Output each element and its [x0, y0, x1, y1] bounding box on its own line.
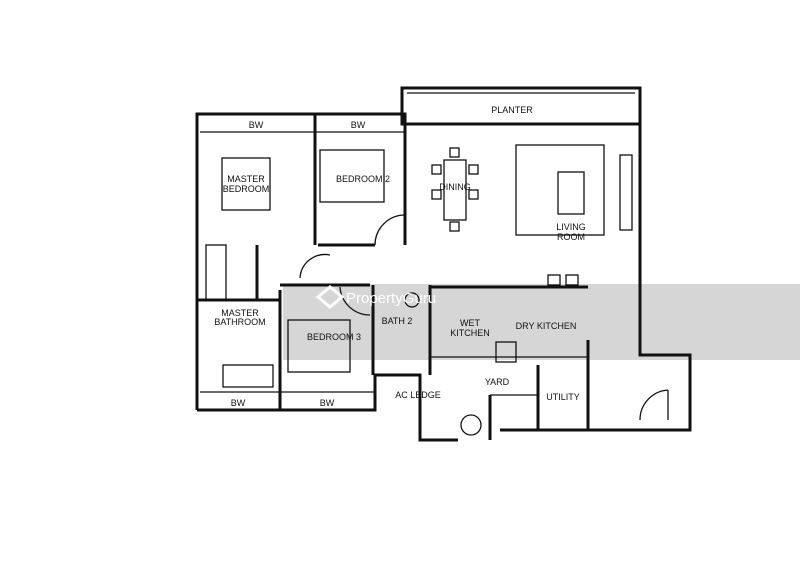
label-bedroom-3: BEDROOM 3 — [307, 332, 361, 342]
tv-console — [619, 154, 633, 231]
doors — [299, 214, 669, 421]
sofa — [515, 144, 605, 236]
label-master-bathroom: BATHROOM — [214, 317, 265, 327]
label-planter: PLANTER — [491, 105, 533, 115]
label-bw: BW — [231, 398, 246, 408]
propertyguru-watermark: PropertyGuru — [315, 285, 436, 309]
label-wet-kitchen: KITCHEN — [450, 328, 490, 338]
basin — [404, 292, 420, 308]
label-dining: DINING — [439, 182, 471, 192]
label-master-bathroom: MASTER — [221, 308, 259, 318]
label-living-room: ROOM — [557, 232, 585, 242]
label-bath-2: BATH 2 — [382, 316, 413, 326]
label-master-bedroom: MASTER — [227, 174, 265, 184]
planter — [400, 86, 642, 126]
coffee-table — [557, 171, 585, 215]
label-bw: BW — [320, 398, 335, 408]
label-dry-kitchen: DRY KITCHEN — [516, 321, 577, 331]
washer — [460, 414, 482, 436]
label-living-room: LIVING — [556, 222, 586, 232]
watermark-band — [283, 284, 800, 360]
label-ac-ledge: AC LEDGE — [395, 390, 441, 400]
label-bw: BW — [249, 120, 264, 130]
label-bedroom-2: BEDROOM 2 — [336, 174, 390, 184]
label-wet-kitchen: WET — [460, 318, 480, 328]
dining-table — [443, 159, 467, 221]
bedroom-2-bed — [319, 149, 385, 203]
bedroom-3-bed — [287, 319, 351, 373]
label-utility: UTILITY — [546, 392, 580, 402]
label-yard: YARD — [485, 377, 510, 387]
watermark-text: PropertyGuru — [346, 290, 436, 307]
label-master-bedroom: BEDROOM — [223, 184, 270, 194]
propertyguru-logo-icon — [315, 285, 345, 309]
master-bed — [221, 157, 271, 211]
wardrobe — [205, 244, 227, 301]
label-bw: BW — [351, 120, 366, 130]
furniture — [205, 144, 633, 436]
sink — [495, 341, 517, 363]
bathtub — [222, 364, 274, 388]
